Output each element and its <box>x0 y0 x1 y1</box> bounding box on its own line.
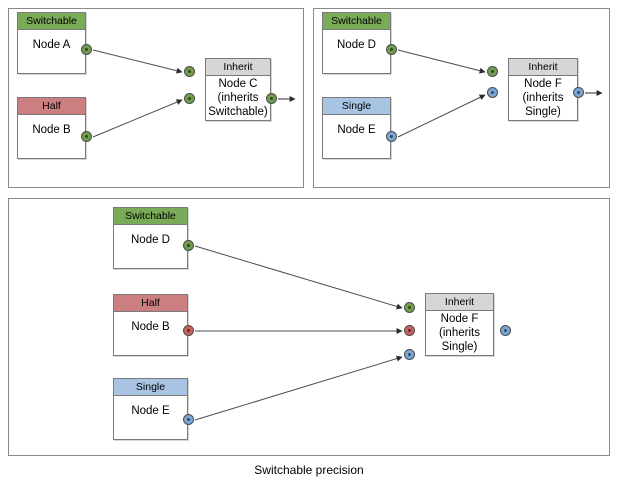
node-f-top-header: Inherit <box>509 59 577 76</box>
node-a[interactable]: Switchable Node A <box>17 12 86 74</box>
node-e-header: Single <box>323 98 390 115</box>
node-f-bottom-line-2: (inherits <box>439 327 480 339</box>
node-c-input-port-1[interactable] <box>184 66 195 77</box>
node-d-bottom-header: Switchable <box>114 208 187 225</box>
node-d-bottom-body: Node D <box>131 234 170 246</box>
node-f-top-input-port-1[interactable] <box>487 66 498 77</box>
node-d-bottom-output-port[interactable] <box>183 240 194 251</box>
node-e-output-port[interactable] <box>386 131 397 142</box>
node-b-bottom[interactable]: Half Node B <box>113 294 188 356</box>
node-b-bottom-body: Node B <box>131 321 170 333</box>
node-f-top-line-1: Node F <box>524 78 562 90</box>
node-e[interactable]: Single Node E <box>322 97 391 159</box>
node-d-body: Node D <box>337 39 376 51</box>
node-e-bottom[interactable]: Single Node E <box>113 378 188 440</box>
node-c-line-1: Node C <box>218 78 258 90</box>
node-a-body: Node A <box>32 39 71 51</box>
node-f-top-body: Node F (inherits Single) <box>509 76 577 120</box>
node-a-output-port[interactable] <box>81 44 92 55</box>
node-f-top-line-3: Single) <box>525 106 561 118</box>
node-b-body: Node B <box>32 124 71 136</box>
node-b[interactable]: Half Node B <box>17 97 86 159</box>
node-d-header: Switchable <box>323 13 390 30</box>
node-c-line-3: Switchable) <box>208 106 268 118</box>
node-d-bottom[interactable]: Switchable Node D <box>113 207 188 269</box>
node-e-bottom-body: Node E <box>131 405 170 417</box>
node-f-bottom-body: Node F (inherits Single) <box>426 311 493 355</box>
node-c-body: Node C (inherits Switchable) <box>206 76 270 120</box>
node-f-bottom-header: Inherit <box>426 294 493 311</box>
node-b-output-port[interactable] <box>81 131 92 142</box>
node-f-bottom-line-3: Single) <box>441 341 478 353</box>
diagram-caption: Switchable precision <box>254 463 364 477</box>
node-f-bottom[interactable]: Inherit Node F (inherits Single) <box>425 293 494 356</box>
node-b-header: Half <box>18 98 85 115</box>
node-f-bottom-line-1: Node F <box>440 313 479 325</box>
node-f-bottom-output-port[interactable] <box>500 325 511 336</box>
panel-bottom <box>8 198 610 456</box>
node-f-bottom-input-port-2[interactable] <box>404 325 415 336</box>
node-d-output-port[interactable] <box>386 44 397 55</box>
node-c-line-2: (inherits <box>217 92 259 104</box>
node-b-bottom-output-port[interactable] <box>183 325 194 336</box>
node-c-output-port[interactable] <box>266 93 277 104</box>
node-f-top-output-port[interactable] <box>573 87 584 98</box>
node-a-header: Switchable <box>18 13 85 30</box>
node-f-bottom-input-port-3[interactable] <box>404 349 415 360</box>
node-e-body: Node E <box>337 124 376 136</box>
node-e-bottom-header: Single <box>114 379 187 396</box>
node-e-bottom-output-port[interactable] <box>183 414 194 425</box>
node-c-input-port-2[interactable] <box>184 93 195 104</box>
node-f-top-input-port-2[interactable] <box>487 87 498 98</box>
node-d[interactable]: Switchable Node D <box>322 12 391 74</box>
node-c[interactable]: Inherit Node C (inherits Switchable) <box>205 58 271 121</box>
node-b-bottom-header: Half <box>114 295 187 312</box>
node-f-top-line-2: (inherits <box>522 92 564 104</box>
node-c-header: Inherit <box>206 59 270 76</box>
node-f-top[interactable]: Inherit Node F (inherits Single) <box>508 58 578 121</box>
node-f-bottom-input-port-1[interactable] <box>404 302 415 313</box>
